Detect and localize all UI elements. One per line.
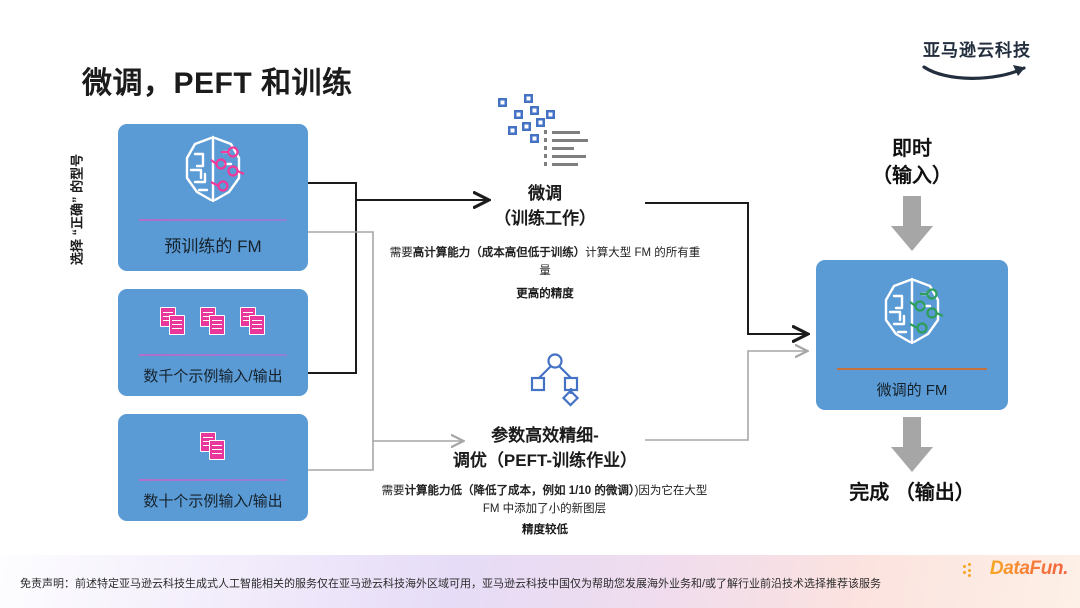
footer-banner: 免责声明：前述特定亚马逊云科技生成式人工智能相关的服务仅在亚马逊云科技海外区域可…: [0, 555, 1080, 608]
node-tree-icon: [530, 353, 580, 407]
peft-heading: 参数高效精细- 调优（PEFT-训练作业）: [430, 424, 660, 473]
peft-note: 精度较低: [522, 524, 568, 536]
card-thousands-examples-label: 数千个示例输入/输出: [143, 368, 283, 385]
card-divider: [837, 368, 987, 370]
prompt-input-label: 即时 （输入）: [852, 136, 972, 190]
brain-fm-icon-green-wrap: [816, 260, 1008, 368]
brain-fm-icon-wrap: [118, 124, 308, 219]
card-divider: [138, 354, 288, 356]
model-choice-vertical-label: 选择 “正确” 的型号: [69, 153, 85, 266]
document-pair-icon: [160, 306, 186, 337]
brain-fm-icon-green: [884, 277, 944, 345]
document-pair-icon: [240, 306, 266, 337]
down-arrow-icon: [891, 196, 933, 251]
document-pair-icon: [200, 431, 226, 462]
scatter-data-icon: [498, 94, 588, 166]
card-dozens-examples-label: 数十个示例输入/输出: [143, 493, 283, 510]
peft-heading-line2: 调优（PEFT-训练作业）: [452, 450, 638, 470]
completion-output-label: 完成 （输出）: [849, 482, 975, 504]
card-pretrained-fm[interactable]: 预训练的 FM: [118, 124, 308, 271]
page-title: 微调，PEFT 和训练: [82, 67, 353, 100]
finetune-description: 需要高计算能力（成本高但低于训练）计算大型 FM 的所有重量: [385, 245, 705, 281]
card-pretrained-fm-label: 预训练的 FM: [164, 237, 262, 256]
document-pair-icon: [200, 306, 226, 337]
finetune-desc-prefix: 需要: [389, 247, 413, 259]
card-divider: [138, 479, 288, 481]
card-finetuned-fm[interactable]: 微调的 FM: [816, 260, 1008, 410]
finetune-note: 更高的精度: [516, 288, 574, 300]
prompt-input-label-line2: （输入）: [872, 165, 952, 187]
datafun-dots-icon: [963, 563, 976, 577]
peft-desc-suffix: )因为它在大型 FM 中添加了小的新图层: [482, 485, 708, 515]
peft-heading-line1: 参数高效精细-: [491, 426, 599, 445]
finetune-heading-line2: （训练工作）: [494, 208, 596, 228]
disclaimer-text: 免责声明：前述特定亚马逊云科技生成式人工智能相关的服务仅在亚马逊云科技海外区域可…: [20, 578, 882, 590]
document-icons-group: [118, 289, 308, 354]
brain-fm-icon: [185, 135, 245, 202]
datafun-logo-text: DataFun.: [989, 558, 1068, 579]
card-dozens-examples[interactable]: 数十个示例输入/输出: [118, 414, 308, 521]
prompt-input-label-line1: 即时: [892, 138, 932, 160]
finetune-desc-suffix: 计算大型 FM 的所有重量: [539, 247, 701, 277]
aws-logo: 亚马逊云科技: [912, 36, 1042, 82]
finetune-heading: 微调 （训练工作）: [455, 182, 635, 231]
finetune-heading-line1: 微调: [528, 184, 562, 203]
peft-description: 需要计算能力低（降低了成本，例如 1/10 的微调）)因为它在大型 FM 中添加…: [372, 483, 717, 519]
card-finetuned-fm-label: 微调的 FM: [876, 382, 948, 399]
aws-logo-text: 亚马逊云科技: [923, 41, 1031, 60]
peft-desc-bold: 计算能力低（降低了成本，例如 1/10 的微调）: [404, 485, 635, 497]
peft-desc-prefix: 需要: [381, 485, 405, 497]
finetune-desc-bold: 高计算能力（成本高但低于训练）: [412, 247, 586, 259]
amazon-smile-arrow-icon: [922, 65, 1026, 80]
card-thousands-examples[interactable]: 数千个示例输入/输出: [118, 289, 308, 396]
card-divider: [138, 219, 288, 221]
document-icons-group: [118, 414, 308, 479]
down-arrow-icon: [891, 417, 933, 472]
